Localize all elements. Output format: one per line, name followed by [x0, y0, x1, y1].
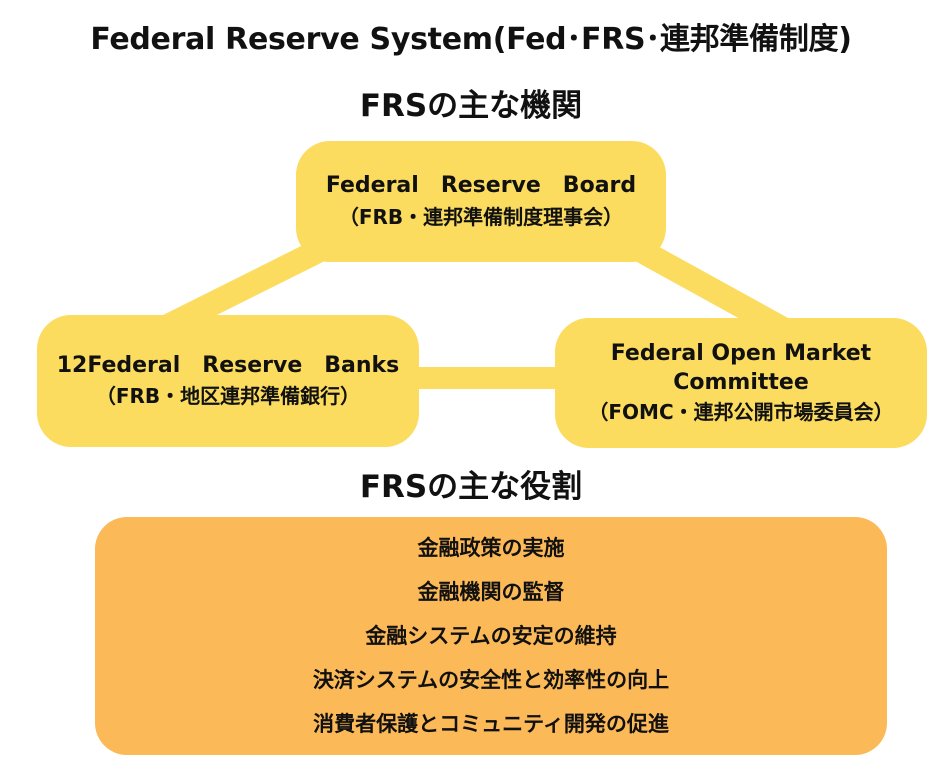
banks-name: 12Federal Reserve Banks [56, 352, 400, 378]
banks-jp-name: （FRB・地区連邦準備銀行） [95, 384, 361, 409]
connector-board-fomc [634, 239, 791, 341]
fomc-jp-name: （FOMC・連邦公開市場委員会） [588, 400, 894, 425]
board-name: Federal Reserve Board [325, 173, 637, 199]
roles-box: 金融政策の実施 金融機関の監督 金融システムの安定の維持 決済システムの安全性と… [95, 517, 887, 755]
roles-heading: FRSの主な役割 [359, 469, 583, 505]
node-federal-reserve-banks: 12Federal Reserve Banks （FRB・地区連邦準備銀行） [37, 315, 419, 447]
institutions-heading: FRSの主な機関 [359, 88, 583, 124]
main-title: Federal Reserve System(Fed･FRS･連邦準備制度) [90, 22, 852, 57]
node-federal-reserve-board: Federal Reserve Board （FRB・連邦準備制度理事会） [296, 141, 666, 262]
board-jp-name: （FRB・連邦準備制度理事会） [338, 204, 624, 229]
role-item: 金融システムの安定の維持 [365, 623, 617, 648]
node-fomc: Federal Open Market Committee （FOMC・連邦公開… [555, 318, 927, 448]
fomc-name-line2: Committee [673, 370, 809, 395]
role-item: 金融機関の監督 [417, 579, 565, 604]
role-item: 消費者保護とコミュニティ開発の促進 [313, 711, 669, 736]
role-item: 金融政策の実施 [417, 535, 565, 560]
role-item: 決済システムの安全性と効率性の向上 [312, 667, 670, 692]
fomc-name-line1: Federal Open Market [610, 340, 872, 366]
